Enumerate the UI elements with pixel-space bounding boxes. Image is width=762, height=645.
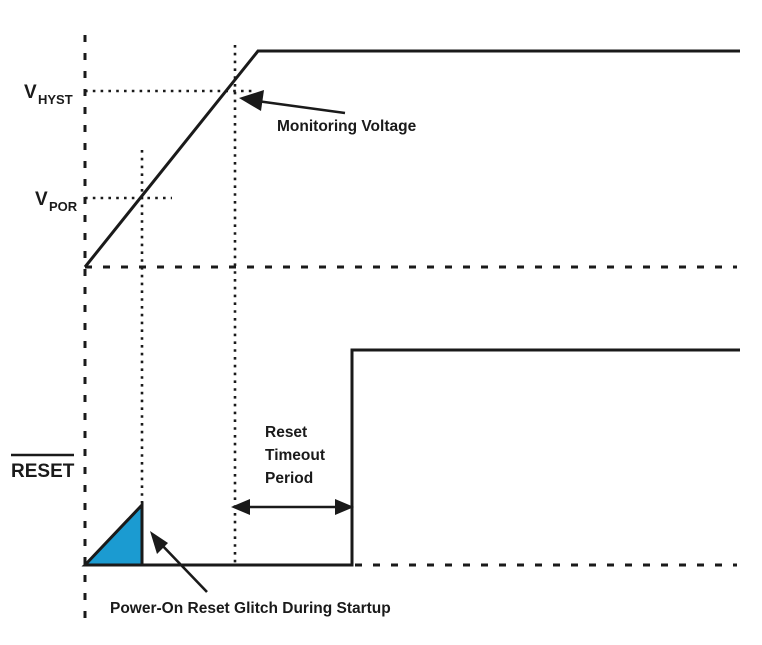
label-vpor-subscript: POR xyxy=(49,199,78,214)
label-reset-text: RESET xyxy=(11,461,75,482)
annotation-glitch-caption: Power-On Reset Glitch During Startup xyxy=(110,600,391,617)
annotation-reset-timeout-line-2: Timeout xyxy=(265,447,325,464)
monitoring-voltage-leader-line xyxy=(256,99,346,115)
label-vhyst-base: V xyxy=(24,82,37,103)
label-vhyst: V HYST xyxy=(24,82,73,107)
annotation-reset-timeout-period: Reset Timeout Period xyxy=(265,424,325,487)
label-vhyst-subscript: HYST xyxy=(38,92,73,107)
power-on-reset-glitch-region xyxy=(81,501,144,567)
monitoring-voltage-arrow-head xyxy=(239,90,264,111)
label-reset-signal: RESET xyxy=(11,453,75,482)
label-vpor: V POR xyxy=(35,189,78,214)
monitoring-voltage-waveform xyxy=(83,49,740,268)
annotation-reset-timeout-line-1: Reset xyxy=(265,424,307,441)
annotation-monitoring-voltage: Monitoring Voltage xyxy=(277,118,417,135)
reset-waveform xyxy=(142,348,740,567)
reset-timeout-arrow-head-left xyxy=(231,499,250,515)
annotation-reset-timeout-line-3: Period xyxy=(265,470,313,487)
reset-timeout-arrow-head-right xyxy=(335,499,354,515)
label-vpor-base: V xyxy=(35,189,48,210)
glitch-caption-leader-line xyxy=(158,541,208,593)
glitch-caption-arrow-head xyxy=(150,531,168,554)
